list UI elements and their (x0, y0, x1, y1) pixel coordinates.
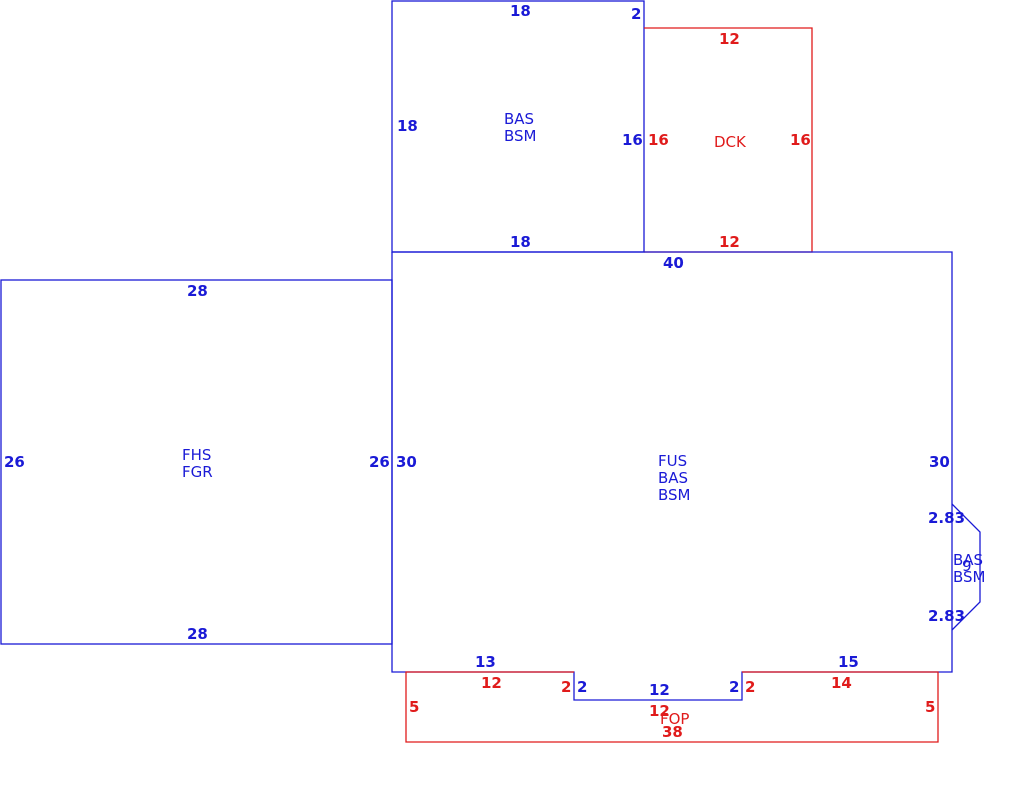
dim-top-bas-corner: 2 (631, 5, 641, 23)
dim-main-notch-right: 2 (729, 678, 739, 696)
dim-garage-left: 26 (4, 453, 25, 471)
dim-bay-upper: 2.83 (928, 509, 965, 527)
main-label-2: BAS (658, 469, 688, 487)
dim-deck-bottom: 12 (719, 233, 740, 251)
bay-label-1: BAS (953, 551, 983, 569)
top-bas-label-1: BAS (504, 110, 534, 128)
dim-garage-bottom: 28 (187, 625, 208, 643)
dim-main-right: 30 (929, 453, 950, 471)
dim-top-bas-left: 18 (397, 117, 418, 135)
dim-top-bas-right: 16 (622, 131, 643, 149)
dim-porch-bottom: 38 (662, 723, 683, 741)
dim-porch-top-left: 12 (481, 674, 502, 692)
dim-garage-right: 26 (369, 453, 390, 471)
dim-deck-right: 16 (790, 131, 811, 149)
dim-porch-left: 5 (409, 698, 419, 716)
bay-overlap-label: 9 (962, 557, 972, 575)
porch-label: FOP (660, 710, 689, 728)
garage-label-2: FGR (182, 463, 213, 481)
bay-label-2: BSM (953, 568, 986, 586)
dim-porch-step-right: 2 (745, 678, 755, 696)
dim-main-top: 40 (663, 254, 684, 272)
dim-main-left: 30 (396, 453, 417, 471)
main-label-3: BSM (658, 486, 691, 504)
dim-porch-top-right: 14 (831, 674, 852, 692)
dim-garage-top: 28 (187, 282, 208, 300)
dim-bay-lower: 2.83 (928, 607, 965, 625)
garage-label-1: FHS (182, 446, 211, 464)
deck-label: DCK (714, 133, 747, 151)
main-label-1: FUS (658, 452, 687, 470)
dim-porch-right: 5 (925, 698, 935, 716)
top-bas-label-2: BSM (504, 127, 537, 145)
dim-top-bas-bottom: 18 (510, 233, 531, 251)
porch-outline (405, 671, 939, 743)
dim-main-notch-bottom: 12 (649, 681, 670, 699)
dim-top-bas-top: 18 (510, 2, 531, 20)
dim-deck-top: 12 (719, 30, 740, 48)
dim-main-bottom-right: 15 (838, 653, 859, 671)
bay-outline (951, 503, 981, 631)
dim-main-bottom-left: 13 (475, 653, 496, 671)
dim-main-notch-left: 2 (577, 678, 587, 696)
dim-porch-step-left: 2 (561, 678, 571, 696)
dim-deck-left: 16 (648, 131, 669, 149)
dim-porch-top-mid: 12 (649, 702, 670, 720)
